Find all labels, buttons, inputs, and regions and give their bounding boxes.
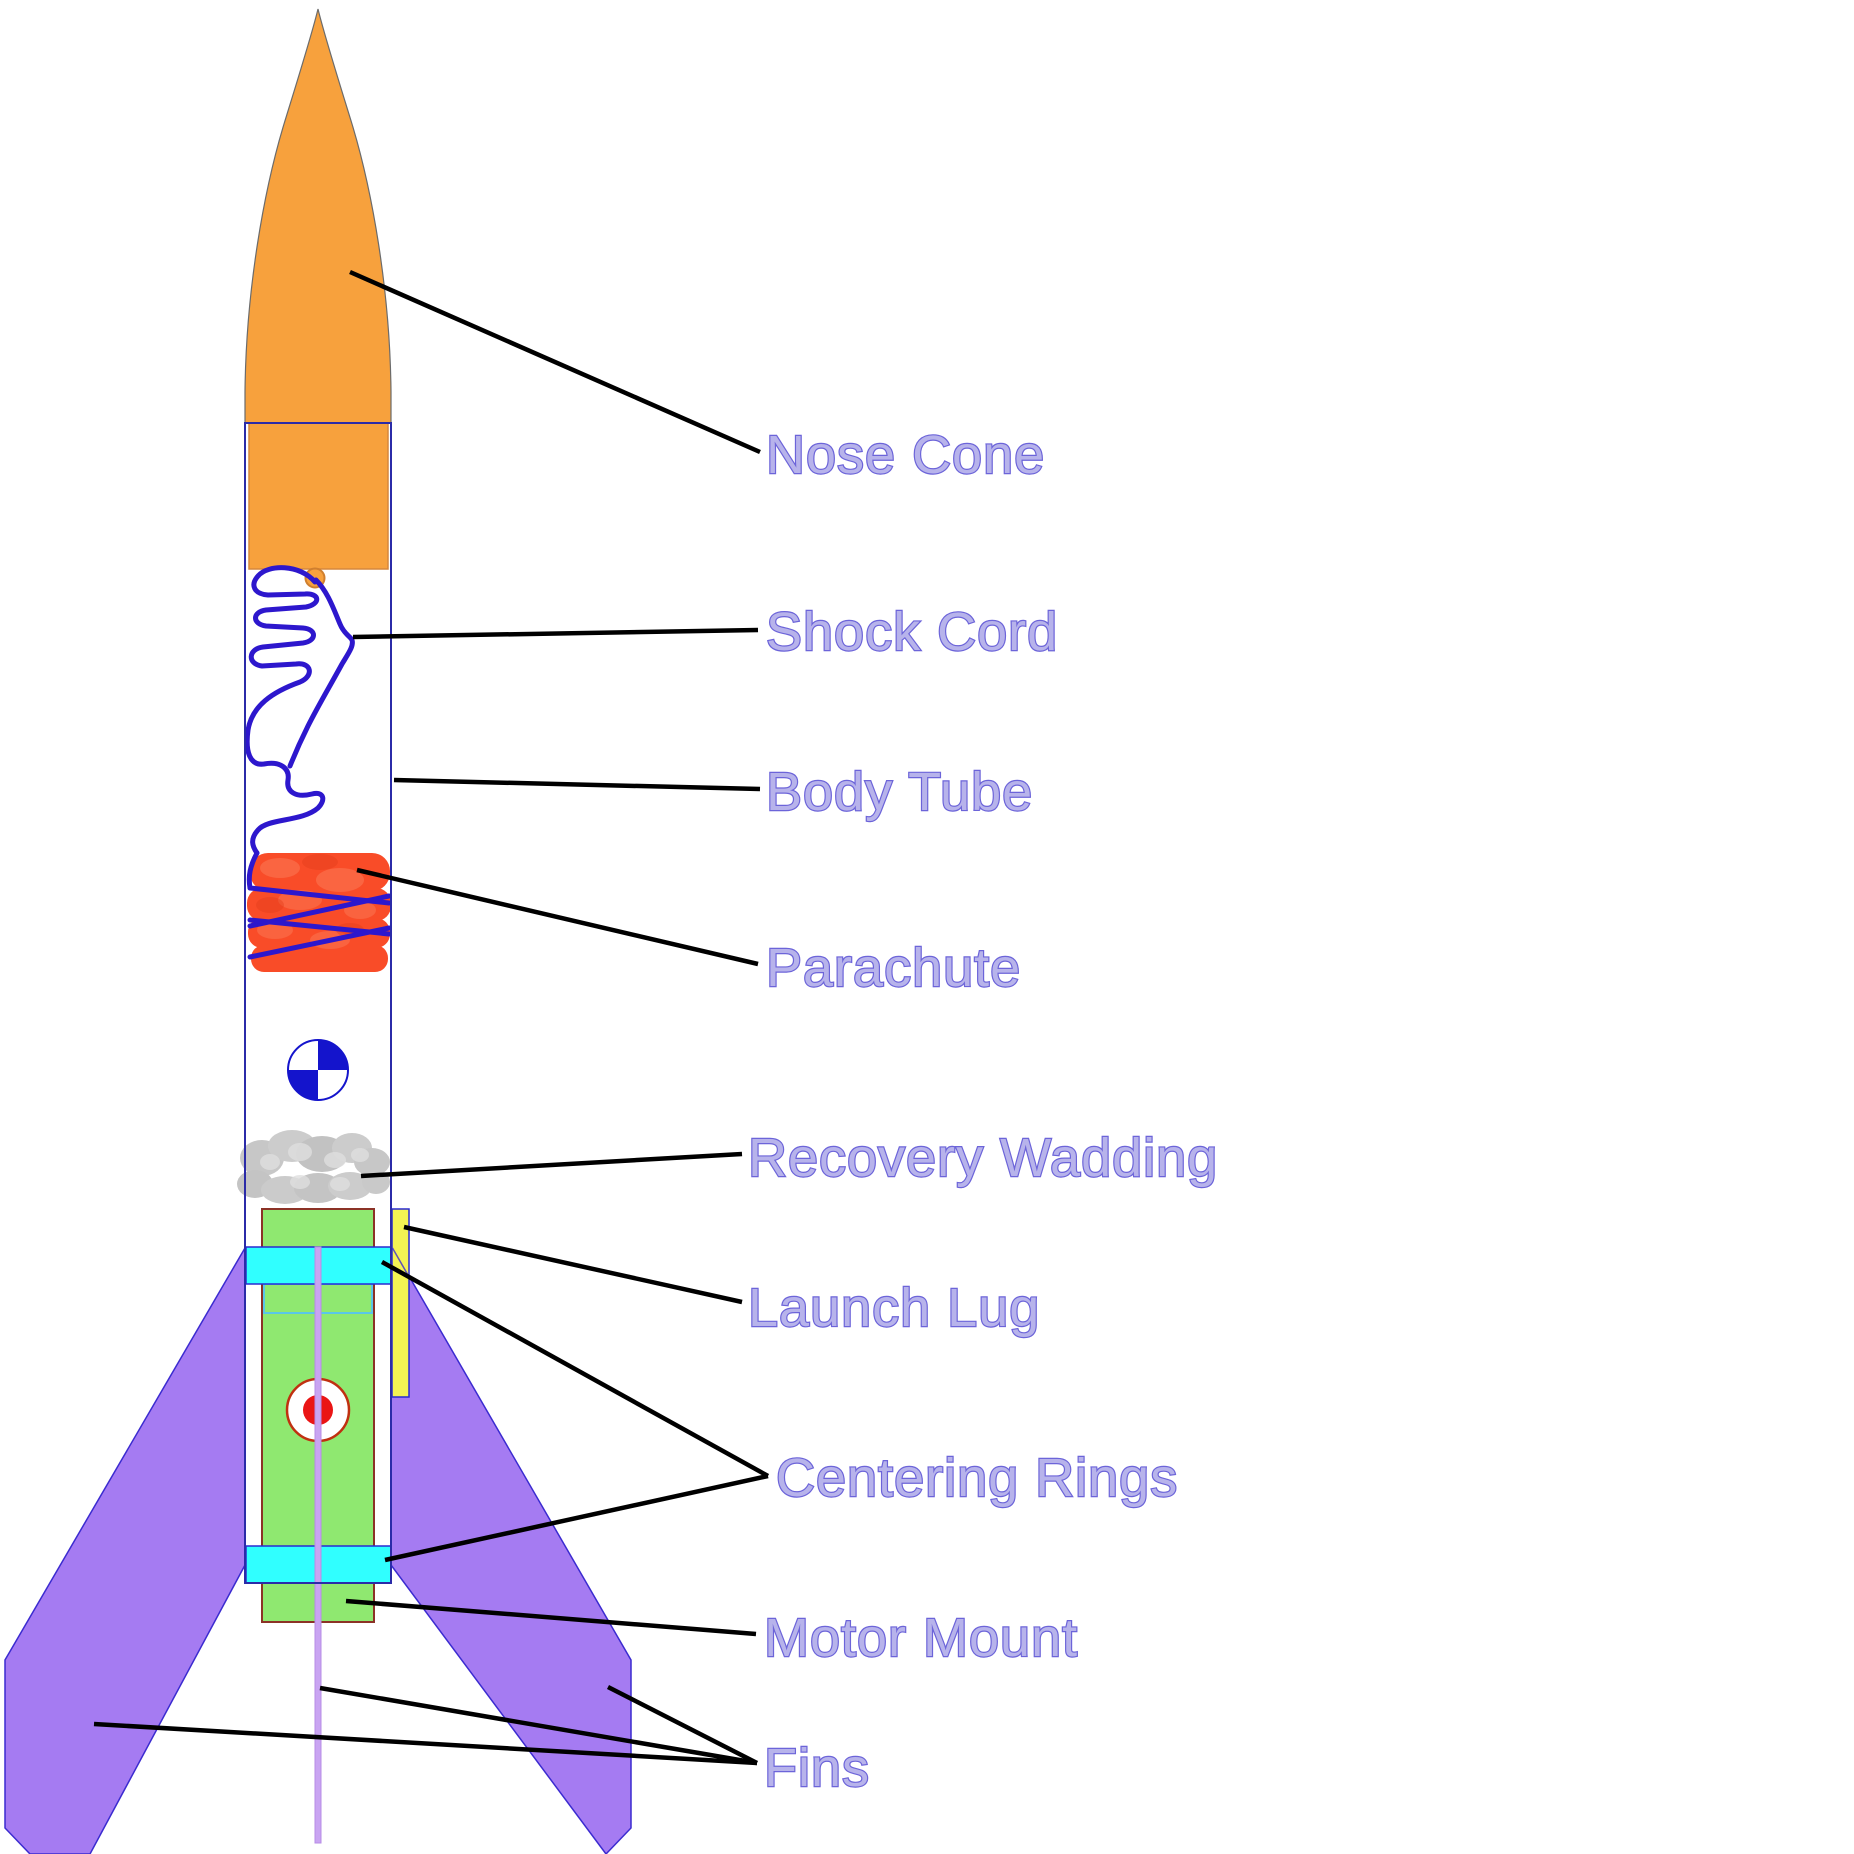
label-parachute: Parachute <box>766 938 1021 998</box>
centering-ring-lower-leader-line <box>384 1473 769 1563</box>
centering-ring-upper-leader-line <box>380 1260 770 1478</box>
label-motor-mount: Motor Mount <box>764 1608 1078 1668</box>
recovery-wadding-cloud <box>237 1130 390 1204</box>
fins-leader-line-right <box>606 1684 759 1766</box>
launch-lug-leader-line <box>403 1224 743 1305</box>
label-nose-cone: Nose Cone <box>766 425 1045 485</box>
label-fins: Fins <box>764 1738 870 1798</box>
shock-cord-line <box>244 565 326 856</box>
nose-cone-leader-line <box>349 269 761 455</box>
motor-mount-leader-line <box>345 1598 757 1637</box>
fin-left <box>4 1245 246 1854</box>
nose-cone-shoulder <box>248 422 389 570</box>
shock-cord-line-right-strand <box>287 577 355 769</box>
part-labels: Nose Cone Shock Cord Body Tube Parachute… <box>747 424 1219 1799</box>
parachute-cord-lines <box>246 850 392 960</box>
parachute-leader-line <box>356 867 759 967</box>
leader-lines <box>93 269 770 1766</box>
nose-cone-shape <box>244 8 392 424</box>
body-tube-leader-line <box>393 777 761 792</box>
fins-leader-line-left <box>93 1721 758 1766</box>
fins-leader-line-center <box>319 1685 758 1766</box>
label-launch-lug: Launch Lug <box>748 1278 1040 1338</box>
center-of-gravity-marker <box>287 1039 349 1101</box>
label-body-tube: Body Tube <box>766 762 1033 822</box>
label-shock-cord: Shock Cord <box>766 602 1058 662</box>
label-recovery-wadding: Recovery Wadding <box>748 1128 1218 1188</box>
shock-cord-leader-line <box>352 627 759 640</box>
label-centering-rings: Centering Rings <box>776 1448 1178 1508</box>
fin-edge-through-lug <box>391 1247 410 1277</box>
launch-rod-line <box>314 1246 322 1844</box>
body-tube-shape <box>244 422 392 1584</box>
recovery-wadding-leader-line <box>360 1151 743 1179</box>
launch-lug-shape <box>391 1208 410 1398</box>
